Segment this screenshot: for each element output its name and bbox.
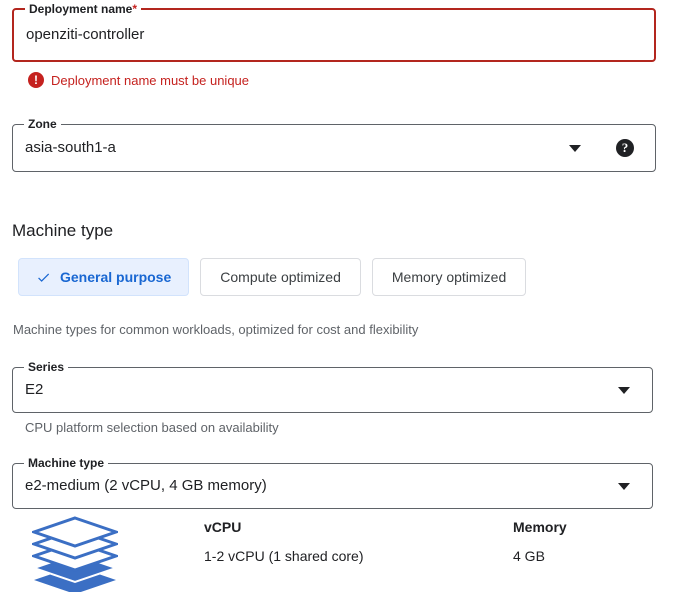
zone-selected-value[interactable]: asia-south1-a: [25, 139, 116, 156]
chevron-down-icon[interactable]: [618, 387, 630, 394]
error-message-text: Deployment name must be unique: [51, 72, 250, 88]
required-asterisk: *: [132, 2, 138, 16]
error-exclamation-icon: !: [28, 72, 44, 88]
deployment-name-error: ! Deployment name must be unique: [28, 72, 249, 88]
zone-field[interactable]: Zone asia-south1-a ?: [12, 117, 656, 172]
deployment-name-field[interactable]: Deployment name* openziti-controller: [12, 2, 656, 62]
check-icon: [38, 273, 50, 282]
spec-column-memory: Memory 4 GB: [513, 519, 567, 564]
machine-family-toggle-group: General purpose Compute optimized Memory…: [18, 258, 527, 296]
series-selected-value[interactable]: E2: [25, 381, 44, 398]
tab-general-purpose[interactable]: General purpose: [18, 258, 190, 296]
spec-column-vcpu: vCPU 1-2 vCPU (1 shared core): [204, 519, 364, 564]
zone-label: Zone: [24, 117, 61, 131]
tab-compute-optimized[interactable]: Compute optimized: [200, 258, 361, 296]
stacked-layers-icon: [29, 514, 121, 594]
tab-compute-optimized-label: Compute optimized: [220, 269, 341, 285]
machine-family-helper-text: Machine types for common workloads, opti…: [13, 322, 419, 337]
spec-memory-header: Memory: [513, 519, 567, 535]
deployment-name-label: Deployment name*: [25, 2, 142, 16]
machine-type-section-title: Machine type: [12, 221, 114, 240]
machine-type-label: Machine type: [24, 456, 109, 470]
spec-vcpu-value: 1-2 vCPU (1 shared core): [204, 548, 364, 564]
series-helper-text: CPU platform selection based on availabi…: [25, 420, 279, 435]
spec-vcpu-header: vCPU: [204, 519, 242, 535]
spec-memory-value: 4 GB: [513, 548, 545, 564]
machine-type-selected-value[interactable]: e2-medium (2 vCPU, 4 GB memory): [25, 477, 267, 494]
deployment-name-input-value[interactable]: openziti-controller: [26, 26, 145, 43]
tab-memory-optimized[interactable]: Memory optimized: [371, 258, 527, 296]
help-question-icon[interactable]: ?: [616, 139, 634, 157]
series-label: Series: [24, 360, 69, 374]
tab-memory-optimized-label: Memory optimized: [391, 269, 507, 285]
tab-general-purpose-label: General purpose: [60, 269, 172, 285]
chevron-down-icon[interactable]: [618, 483, 630, 490]
machine-type-field[interactable]: Machine type e2-medium (2 vCPU, 4 GB mem…: [12, 456, 653, 509]
chevron-down-icon[interactable]: [569, 145, 581, 152]
series-field[interactable]: Series E2: [12, 360, 653, 413]
